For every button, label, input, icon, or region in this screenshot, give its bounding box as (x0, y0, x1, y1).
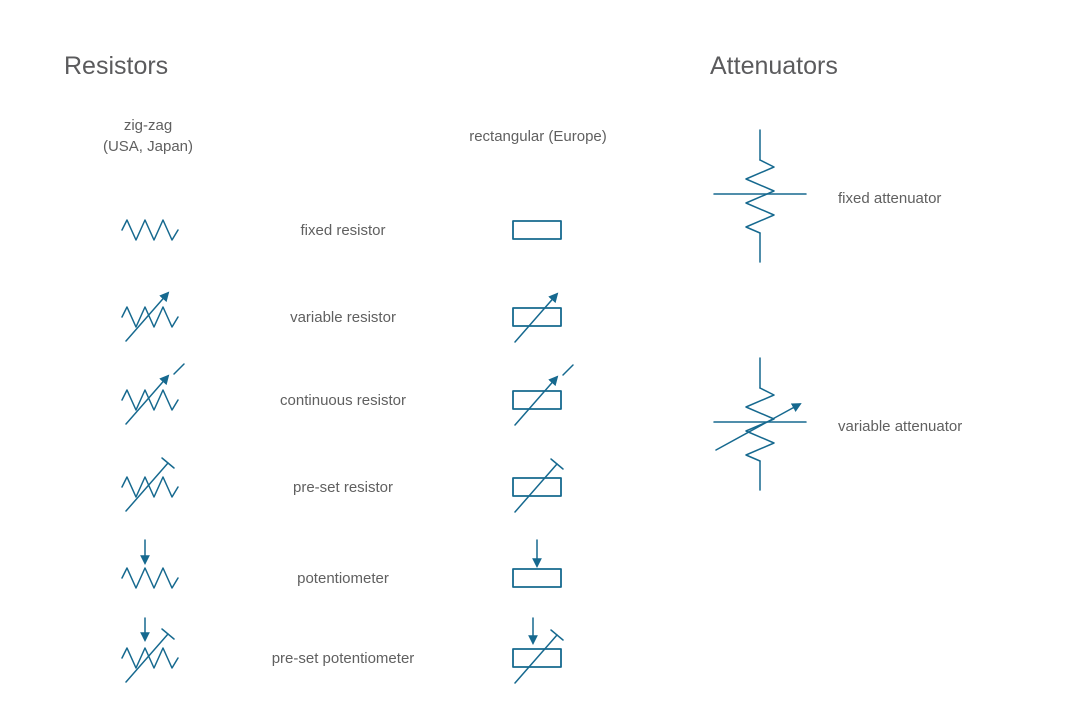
preset-potentiometer-zigzag-symbol (121, 617, 179, 683)
preset-resistor-rectangular-symbol (512, 458, 564, 513)
continuous-resistor-zigzag-symbol (121, 363, 185, 425)
potentiometer-zigzag-symbol (121, 539, 179, 589)
attenuators-section-title: Attenuators (710, 52, 838, 80)
resistor-row-label: variable resistor (290, 308, 396, 326)
attenuator-row-label: fixed attenuator (838, 190, 942, 207)
resistor-row-variable: variable resistor (60, 285, 640, 349)
resistor-row-label: pre-set resistor (292, 478, 394, 496)
resistor-row-preset: pre-set resistor (60, 455, 640, 519)
column-header-zigzag: zig-zag (USA, Japan) (48, 115, 248, 157)
fixed-resistor-rectangular-symbol (512, 220, 562, 240)
resistor-row-potentiometer: potentiometer (60, 539, 640, 610)
resistor-row-label: potentiometer (297, 569, 389, 587)
preset-resistor-zigzag-symbol (121, 457, 179, 512)
fixed-resistor-zigzag-symbol (121, 219, 179, 241)
resistor-row-fixed: fixed resistor (60, 198, 640, 262)
potentiometer-rectangular-symbol (512, 539, 562, 588)
variable-resistor-zigzag-symbol (121, 291, 179, 342)
resistor-row-label: continuous resistor (280, 391, 406, 409)
resistor-row-preset-potentiometer: pre-set potentiometer (60, 617, 640, 690)
continuous-resistor-rectangular-symbol (512, 364, 574, 426)
resistor-row-label: pre-set potentiometer (271, 649, 415, 667)
column-header-zigzag-line2: (USA, Japan) (102, 138, 194, 155)
attenuator-row-label: variable attenuator (838, 418, 963, 435)
preset-potentiometer-rectangular-symbol (512, 617, 564, 684)
variable-attenuator-symbol (713, 357, 807, 491)
resistor-row-continuous: continuous resistor (60, 363, 640, 432)
column-header-zigzag-line1: zig-zag (123, 117, 173, 134)
variable-resistor-rectangular-symbol (512, 292, 562, 343)
resistors-section-title: Resistors (64, 52, 169, 80)
resistor-row-label: fixed resistor (300, 221, 386, 239)
column-header-rectangular: rectangular (Europe) (469, 128, 607, 145)
fixed-attenuator-symbol (713, 129, 807, 263)
